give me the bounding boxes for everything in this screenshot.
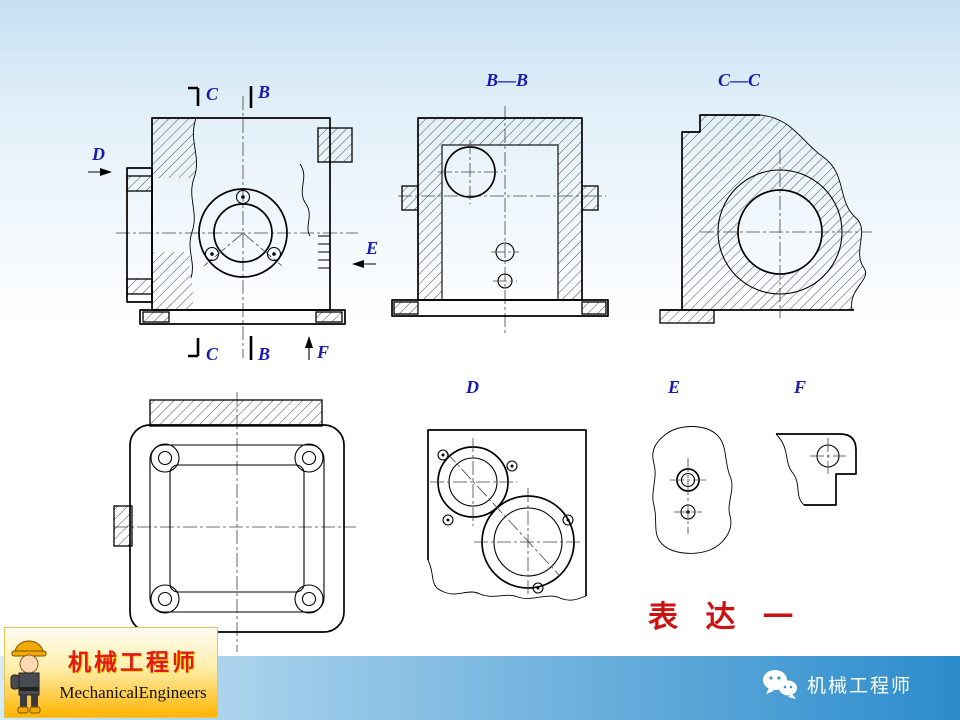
label-e-arrow: E <box>365 238 378 258</box>
section-mark-b-bottom: B <box>249 336 270 364</box>
label-b-top: B <box>257 82 270 102</box>
logo-mechanical-engineers: 机械工程师 MechanicalEngineers <box>4 627 218 718</box>
logo-subtitle: MechanicalEngineers <box>59 682 207 702</box>
engineering-drawing-canvas: C B C B D E F B—B <box>88 70 872 652</box>
logo-title: 机械工程师 <box>68 649 198 675</box>
section-mark-b-top: B <box>249 82 270 108</box>
section-cc-title: C—C <box>718 70 761 90</box>
front-view: C B C B D E F <box>88 82 378 364</box>
view-e-title: E <box>667 377 680 397</box>
wechat-icon <box>763 670 797 699</box>
view-f-title: F <box>793 377 806 397</box>
section-bb-title: B—B <box>485 70 528 90</box>
view-arrow-d: D <box>88 144 112 176</box>
label-b-bottom: B <box>257 344 270 364</box>
label-d-arrow: D <box>91 144 105 164</box>
bottom-view <box>113 392 356 652</box>
section-mark-c-bottom: C <box>188 338 219 364</box>
section-cc-view: C—C <box>659 70 872 324</box>
view-arrow-e: E <box>352 238 378 268</box>
view-e: E <box>652 377 733 554</box>
label-c-top: C <box>206 84 219 104</box>
view-f: F <box>775 377 857 506</box>
footer-brand: 机械工程师 <box>762 668 912 700</box>
section-bb-view: B—B <box>391 70 609 336</box>
engineer-mascot-icon <box>10 640 47 713</box>
label-f-arrow: F <box>316 342 329 362</box>
label-c-bottom: C <box>206 344 219 364</box>
view-d-title: D <box>465 377 479 397</box>
logo-texts: 机械工程师 MechanicalEngineers <box>53 643 213 703</box>
view-d: D <box>427 377 587 601</box>
slide-caption: 表 达 一 <box>648 601 803 634</box>
footer-brand-text: 机械工程师 <box>807 675 913 697</box>
section-mark-c-top: C <box>188 84 219 106</box>
view-arrow-f: F <box>305 336 329 362</box>
